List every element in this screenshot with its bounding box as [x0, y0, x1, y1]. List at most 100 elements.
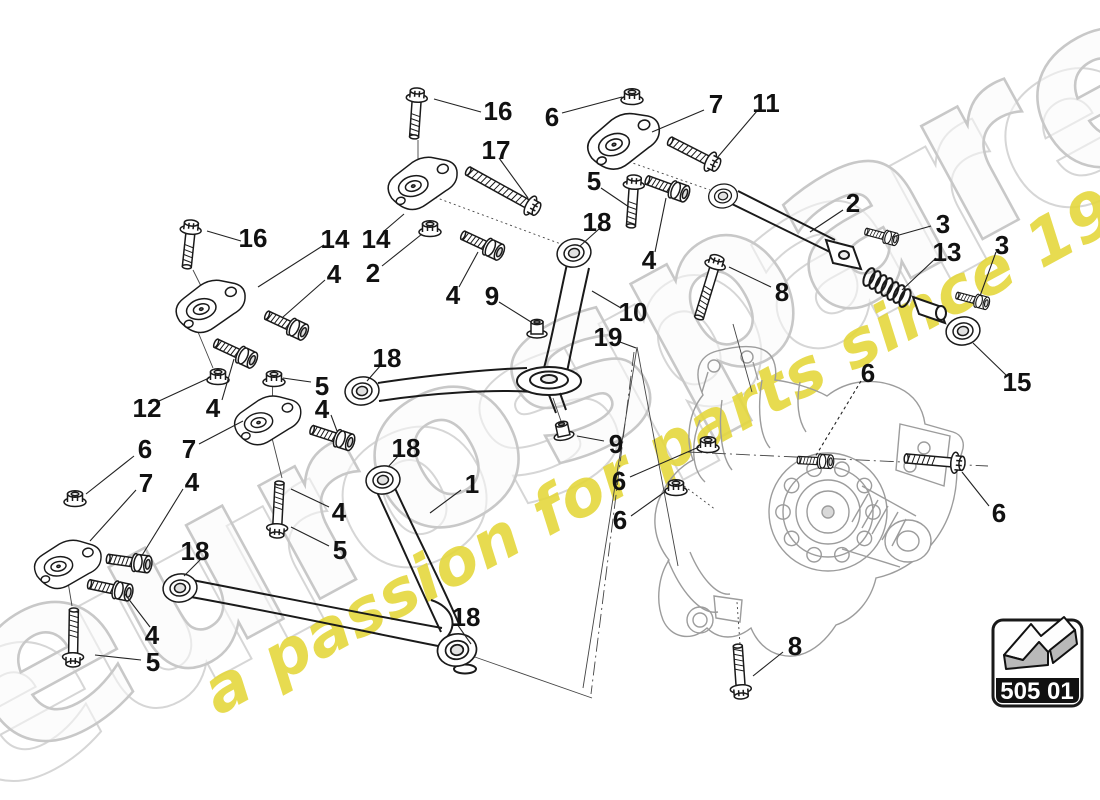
bs-part: [644, 174, 691, 203]
callout-7[interactable]: 7: [709, 89, 723, 119]
callout-16[interactable]: 16: [239, 223, 268, 253]
callout-6[interactable]: 6: [138, 434, 152, 464]
callout-leader: [381, 233, 423, 267]
construction-line: [732, 323, 753, 393]
callout-4[interactable]: 4: [332, 497, 347, 527]
bv-part: [729, 643, 753, 700]
callout-4[interactable]: 4: [446, 280, 461, 310]
callout-leader: [290, 488, 330, 508]
bv-part: [179, 219, 202, 270]
callout-4[interactable]: 4: [642, 245, 657, 275]
callout-4[interactable]: 4: [185, 467, 200, 497]
callout-leader: [387, 454, 400, 468]
callout-19[interactable]: 19: [594, 322, 623, 352]
nut-part: [664, 479, 688, 497]
callout-12[interactable]: 12: [133, 393, 162, 423]
callout-leader: [198, 420, 244, 445]
callout-leader: [94, 654, 142, 661]
callout-2[interactable]: 2: [366, 258, 380, 288]
callout-6[interactable]: 6: [545, 102, 559, 132]
callout-6[interactable]: 6: [992, 498, 1006, 528]
callout-leader: [716, 110, 758, 159]
page-ref-code: 505 01: [1000, 678, 1073, 705]
callout-7[interactable]: 7: [182, 434, 196, 464]
callout-leader: [654, 197, 667, 253]
callout-5[interactable]: 5: [315, 371, 329, 401]
callout-leader: [629, 446, 700, 478]
callout-18[interactable]: 18: [373, 343, 402, 373]
callout-leader: [221, 358, 235, 401]
callout-16[interactable]: 16: [484, 96, 513, 126]
callout-14[interactable]: 14: [321, 224, 350, 254]
page-ref-badge[interactable]: 505 01: [991, 616, 1084, 708]
construction-line: [67, 581, 73, 607]
callout-13[interactable]: 13: [933, 237, 962, 267]
eye-part: [436, 632, 478, 668]
callout-leader: [630, 490, 667, 517]
callout-leader: [456, 623, 472, 645]
eye-part: [707, 183, 739, 209]
fasteners-layer: [33, 87, 991, 700]
construction-line: [736, 601, 741, 645]
callout-1[interactable]: 1: [465, 469, 479, 499]
callout-leader: [901, 257, 937, 291]
callout-18[interactable]: 18: [452, 602, 481, 632]
callout-14[interactable]: 14: [362, 224, 391, 254]
callout-leader: [619, 341, 637, 349]
callout-6[interactable]: 6: [612, 466, 626, 496]
callout-leader: [972, 342, 1007, 376]
callout-18[interactable]: 18: [583, 207, 612, 237]
callout-10[interactable]: 10: [619, 297, 648, 327]
callout-9[interactable]: 9: [485, 281, 499, 311]
callout-3[interactable]: 3: [995, 230, 1009, 260]
bs-part: [309, 424, 356, 452]
callout-5[interactable]: 5: [333, 535, 347, 565]
bracket-part: [233, 395, 302, 446]
eye-part: [556, 238, 592, 268]
bs-part: [212, 338, 259, 369]
callout-11[interactable]: 11: [752, 88, 780, 118]
callout-5[interactable]: 5: [587, 166, 601, 196]
nut-part: [620, 88, 644, 106]
badge-code-bar: [996, 678, 1079, 703]
callout-15[interactable]: 15: [1003, 367, 1032, 397]
callout-6[interactable]: 6: [613, 505, 627, 535]
bs-part: [796, 453, 835, 470]
callout-18[interactable]: 18: [181, 536, 210, 566]
bv-part: [666, 136, 722, 173]
construction-line: [623, 159, 711, 191]
callout-9[interactable]: 9: [609, 429, 623, 459]
callout-18[interactable]: 18: [392, 433, 421, 463]
callout-leader: [809, 209, 844, 233]
bs-part: [459, 230, 506, 261]
callout-3[interactable]: 3: [936, 209, 950, 239]
callout-4[interactable]: 4: [206, 393, 221, 423]
callout-leader: [366, 364, 382, 382]
callout-leader: [85, 455, 135, 495]
callout-4[interactable]: 4: [327, 259, 342, 289]
bracket-part: [387, 156, 458, 211]
callout-leader: [89, 489, 137, 542]
callout-4[interactable]: 4: [145, 620, 160, 650]
callout-leader: [290, 526, 330, 547]
callout-leader: [206, 230, 242, 242]
nut-part: [262, 370, 286, 388]
callout-17[interactable]: 17: [482, 135, 511, 165]
callout-6[interactable]: 6: [861, 358, 875, 388]
bracket-part: [33, 539, 102, 590]
callout-8[interactable]: 8: [775, 277, 789, 307]
callout-leader: [282, 279, 326, 318]
callout-2[interactable]: 2: [846, 188, 860, 218]
callout-8[interactable]: 8: [788, 631, 802, 661]
callout-leader: [600, 187, 630, 208]
callout-leader: [498, 301, 532, 323]
callout-leader: [891, 225, 932, 238]
bv-part: [903, 451, 966, 474]
callout-7[interactable]: 7: [139, 468, 153, 498]
bs-part: [263, 310, 310, 341]
callout-4[interactable]: 4: [315, 394, 330, 424]
callout-5[interactable]: 5: [146, 647, 160, 677]
bushing-part: [526, 318, 548, 339]
